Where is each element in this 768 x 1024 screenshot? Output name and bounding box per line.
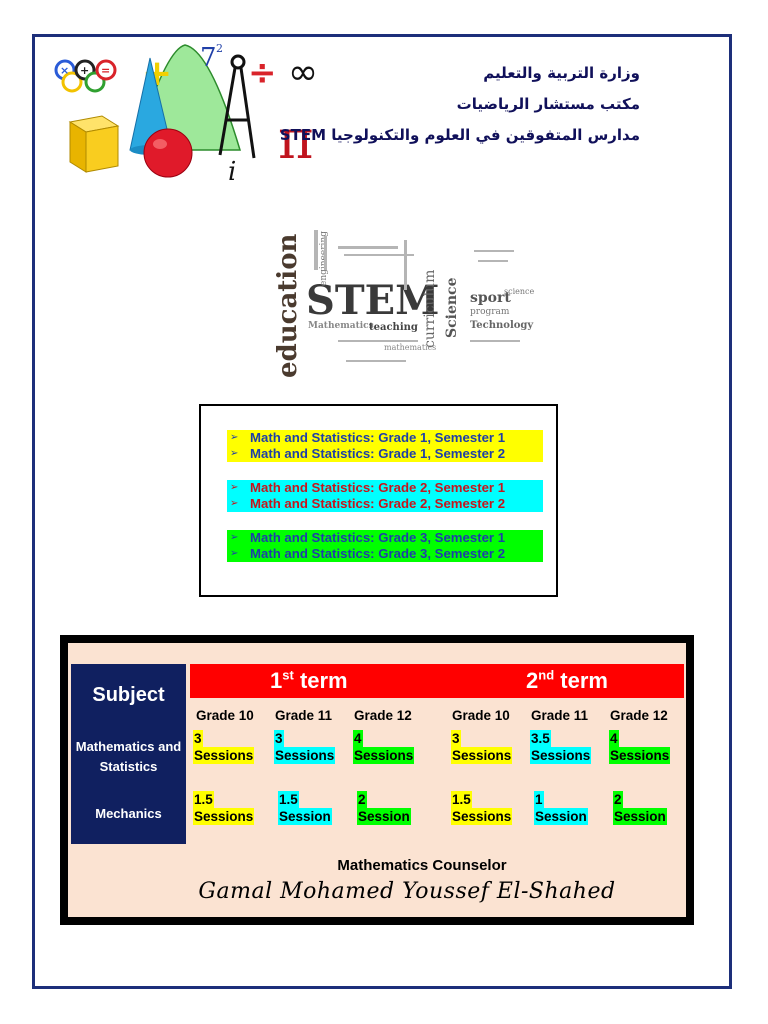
svg-text:+: + xyxy=(80,64,89,77)
term-header-bar: 1st term 2nd term xyxy=(190,664,684,698)
svg-text:×: × xyxy=(60,64,69,77)
link-grade1-sem2[interactable]: ➢ Math and Statistics: Grade 1, Semester… xyxy=(227,446,543,462)
cloud-word-program: program xyxy=(470,307,510,317)
schedule-panel: Subject Mathematics and Statistics Mecha… xyxy=(68,643,686,917)
link-grade3-sem2[interactable]: ➢ Math and Statistics: Grade 3, Semester… xyxy=(227,546,543,562)
cloud-word-sport: sport xyxy=(470,290,511,306)
subject-header: Subject xyxy=(92,683,165,706)
link-label: Math and Statistics: Grade 3, Semester 2 xyxy=(250,546,506,561)
cube-icon xyxy=(68,115,120,173)
cloud-word-stem: STEM xyxy=(306,277,439,324)
arrow-bullet-icon: ➢ xyxy=(230,482,239,493)
grade-header-t1-g12: Grade 12 xyxy=(354,708,412,723)
link-label: Math and Statistics: Grade 2, Semester 1 xyxy=(250,480,506,495)
link-label: Math and Statistics: Grade 3, Semester 1 xyxy=(250,530,506,545)
grade-header-t2-g10: Grade 10 xyxy=(452,708,510,723)
compass-icon xyxy=(218,54,256,159)
grade-header-t2-g12: Grade 12 xyxy=(610,708,668,723)
cloud-word-teaching: teaching xyxy=(369,322,418,333)
link-label: Math and Statistics: Grade 1, Semester 1 xyxy=(250,430,506,445)
subject-column: Subject Mathematics and Statistics Mecha… xyxy=(71,664,186,844)
cloud-word-technology: Technology xyxy=(470,320,534,331)
term-1-label: 1st term xyxy=(270,667,348,693)
link-label: Math and Statistics: Grade 2, Semester 2 xyxy=(250,496,506,511)
link-grade2-sem1[interactable]: ➢ Math and Statistics: Grade 2, Semester… xyxy=(227,480,543,496)
cloud-word-education: education xyxy=(273,233,303,378)
grade-header-t2-g11: Grade 11 xyxy=(531,708,589,723)
math-clipart: × + = + 7 2 i ÷ ∞ π xyxy=(54,42,318,187)
link-grade2-sem2[interactable]: ➢ Math and Statistics: Grade 2, Semester… xyxy=(227,496,543,512)
svg-text:∞: ∞ xyxy=(288,52,318,93)
grade-links-box: ➢ Math and Statistics: Grade 1, Semester… xyxy=(199,404,558,597)
grade-header-t1-g11: Grade 11 xyxy=(275,708,333,723)
sphere-icon xyxy=(143,128,193,178)
svg-text:÷: ÷ xyxy=(248,53,277,93)
arrow-bullet-icon: ➢ xyxy=(230,448,239,459)
operator-circles-icon: × + = xyxy=(54,59,117,93)
cloud-word-science-small: science xyxy=(504,287,535,296)
svg-text:2: 2 xyxy=(216,42,223,55)
cloud-word-science: Science xyxy=(444,277,460,338)
cloud-word-mathematics: Mathematics xyxy=(308,321,374,331)
stem-word-cloud: education STEM Science Mathematics teach… xyxy=(234,210,540,388)
schools-name: مدارس المتفوقين في العلوم والتكنولوجيا S… xyxy=(279,126,640,144)
counselor-signature: Gamal Mohamed Youssef El-Shahed xyxy=(198,879,616,904)
svg-text:=: = xyxy=(101,64,110,77)
ministry-name: وزارة التربية والتعليم xyxy=(483,64,640,82)
arrow-bullet-icon: ➢ xyxy=(230,548,239,559)
grade-header-t1-g10: Grade 10 xyxy=(196,708,254,723)
grade-links-list: ➢ Math and Statistics: Grade 1, Semester… xyxy=(227,430,543,562)
term-2-label: 2nd term xyxy=(526,667,608,693)
subject-math-stats: Mathematics and Statistics xyxy=(75,739,182,774)
svg-text:7: 7 xyxy=(200,43,217,73)
session-schedule: Subject Mathematics and Statistics Mecha… xyxy=(60,635,694,925)
page-border xyxy=(32,34,732,989)
arrow-bullet-icon: ➢ xyxy=(230,498,239,509)
link-label: Math and Statistics: Grade 1, Semester 2 xyxy=(250,446,506,461)
arrow-bullet-icon: ➢ xyxy=(230,432,239,443)
cloud-word-mathematics-small: mathematics xyxy=(384,343,436,352)
svg-text:i: i xyxy=(228,157,236,187)
link-grade3-sem1[interactable]: ➢ Math and Statistics: Grade 3, Semester… xyxy=(227,530,543,546)
link-grade1-sem1[interactable]: ➢ Math and Statistics: Grade 1, Semester… xyxy=(227,430,543,446)
subject-mechanics: Mechanics xyxy=(95,806,162,821)
arrow-bullet-icon: ➢ xyxy=(230,532,239,543)
svg-text:π: π xyxy=(278,108,314,171)
ministry-header: وزارة التربية والتعليم مكتب مستشار الريا… xyxy=(279,58,640,151)
counselor-title: Mathematics Counselor xyxy=(337,857,507,874)
office-name: مكتب مستشار الرياضيات xyxy=(456,95,640,113)
cloud-word-curriculum: curriculum xyxy=(422,270,438,348)
